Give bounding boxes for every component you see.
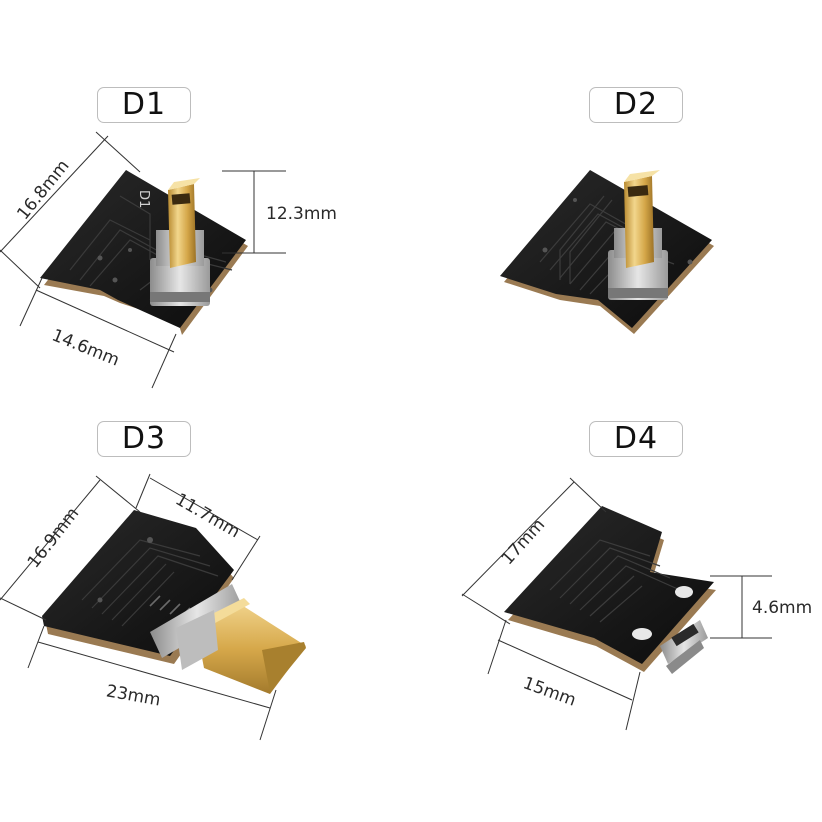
d3-micro-hdmi-plug (150, 584, 306, 694)
d4-board (504, 506, 716, 672)
d2-board (500, 170, 714, 334)
d1-silkscreen-mark: D1 (136, 190, 151, 208)
d2-micro-hdmi-plug (608, 170, 668, 300)
label-d3: D3 (97, 421, 191, 457)
label-d4: D4 (589, 421, 683, 457)
d1-board: D1 (40, 170, 248, 335)
label-d1: D1 (97, 87, 191, 123)
d4-height-dimension: 4.6mm (752, 598, 813, 618)
dimension-lines (0, 131, 772, 741)
d4-micro-hdmi-socket (660, 620, 708, 674)
d1-height-dimension: 12.3mm (266, 204, 337, 224)
d1-micro-hdmi-plug (150, 178, 210, 306)
label-d2: D2 (589, 87, 683, 123)
